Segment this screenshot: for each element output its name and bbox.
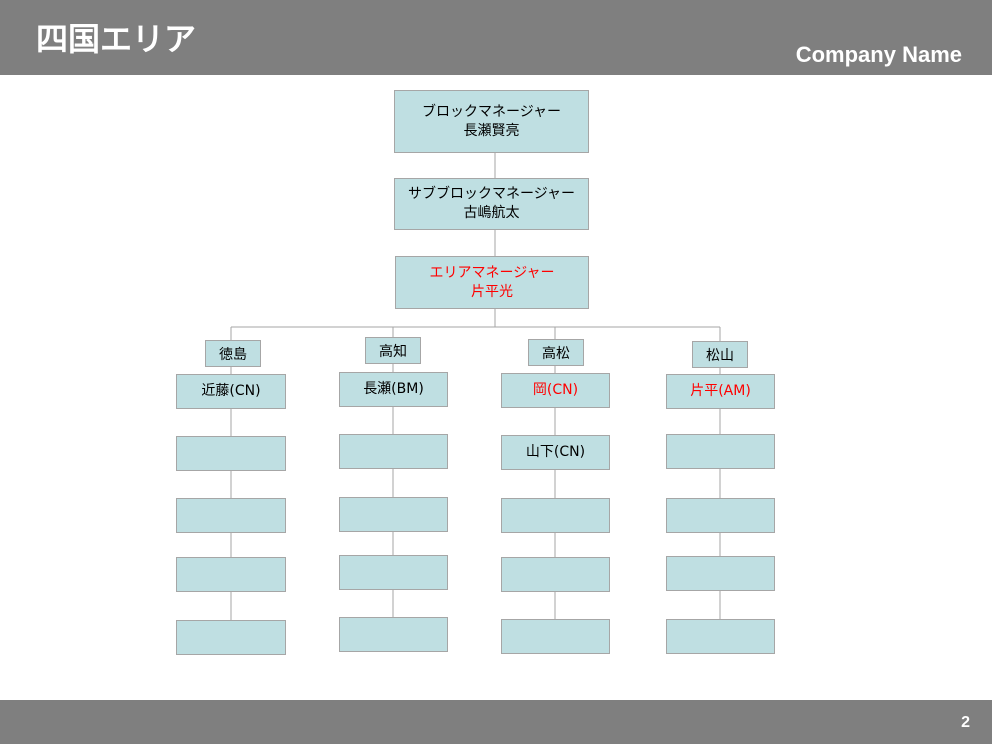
member-box: [176, 498, 286, 533]
member-box: [501, 619, 610, 654]
region-label-kochi: 高知: [365, 337, 421, 364]
member-box: [176, 620, 286, 655]
member-box: [501, 498, 610, 533]
block-manager-box: ブロックマネージャー 長瀬賢亮: [394, 90, 589, 153]
region-label-takamatsu: 高松: [528, 339, 584, 366]
block-manager-name: 長瀬賢亮: [463, 122, 520, 139]
member-box: [666, 498, 775, 533]
member-box: 近藤(CN): [176, 374, 286, 409]
member-box: [176, 436, 286, 471]
slide-title: 四国エリア: [36, 20, 197, 58]
sub-block-manager-role: サブブロックマネージャー: [407, 186, 576, 202]
member-box: [339, 555, 448, 590]
region-label-matsuyama: 松山: [692, 341, 748, 368]
area-manager-name: 片平光: [471, 283, 513, 300]
member-box: 山下(CN): [501, 435, 610, 470]
area-manager-role: エリアマネージャー: [429, 264, 555, 281]
member-box: 長瀬(BM): [339, 372, 448, 407]
header-bar: 四国エリア Company Name: [0, 0, 992, 75]
member-box: 片平(AM): [666, 374, 775, 409]
sub-block-manager-name: 古嶋航太: [463, 205, 520, 221]
area-manager-box: エリアマネージャー 片平光: [395, 256, 589, 309]
page-number: 2: [961, 714, 970, 731]
member-box: [666, 619, 775, 654]
member-box: [339, 434, 448, 469]
member-box: [339, 617, 448, 652]
member-box: [176, 557, 286, 592]
member-box: [501, 557, 610, 592]
member-box: [339, 497, 448, 532]
sub-block-manager-box: サブブロックマネージャー 古嶋航太: [394, 178, 589, 230]
region-label-tokushima: 徳島: [205, 340, 261, 367]
company-name: Company Name: [795, 42, 962, 67]
block-manager-role: ブロックマネージャー: [421, 103, 562, 120]
footer-bar: 2: [0, 700, 992, 744]
member-box: [666, 434, 775, 469]
member-box: 岡(CN): [501, 373, 610, 408]
member-box: [666, 556, 775, 591]
